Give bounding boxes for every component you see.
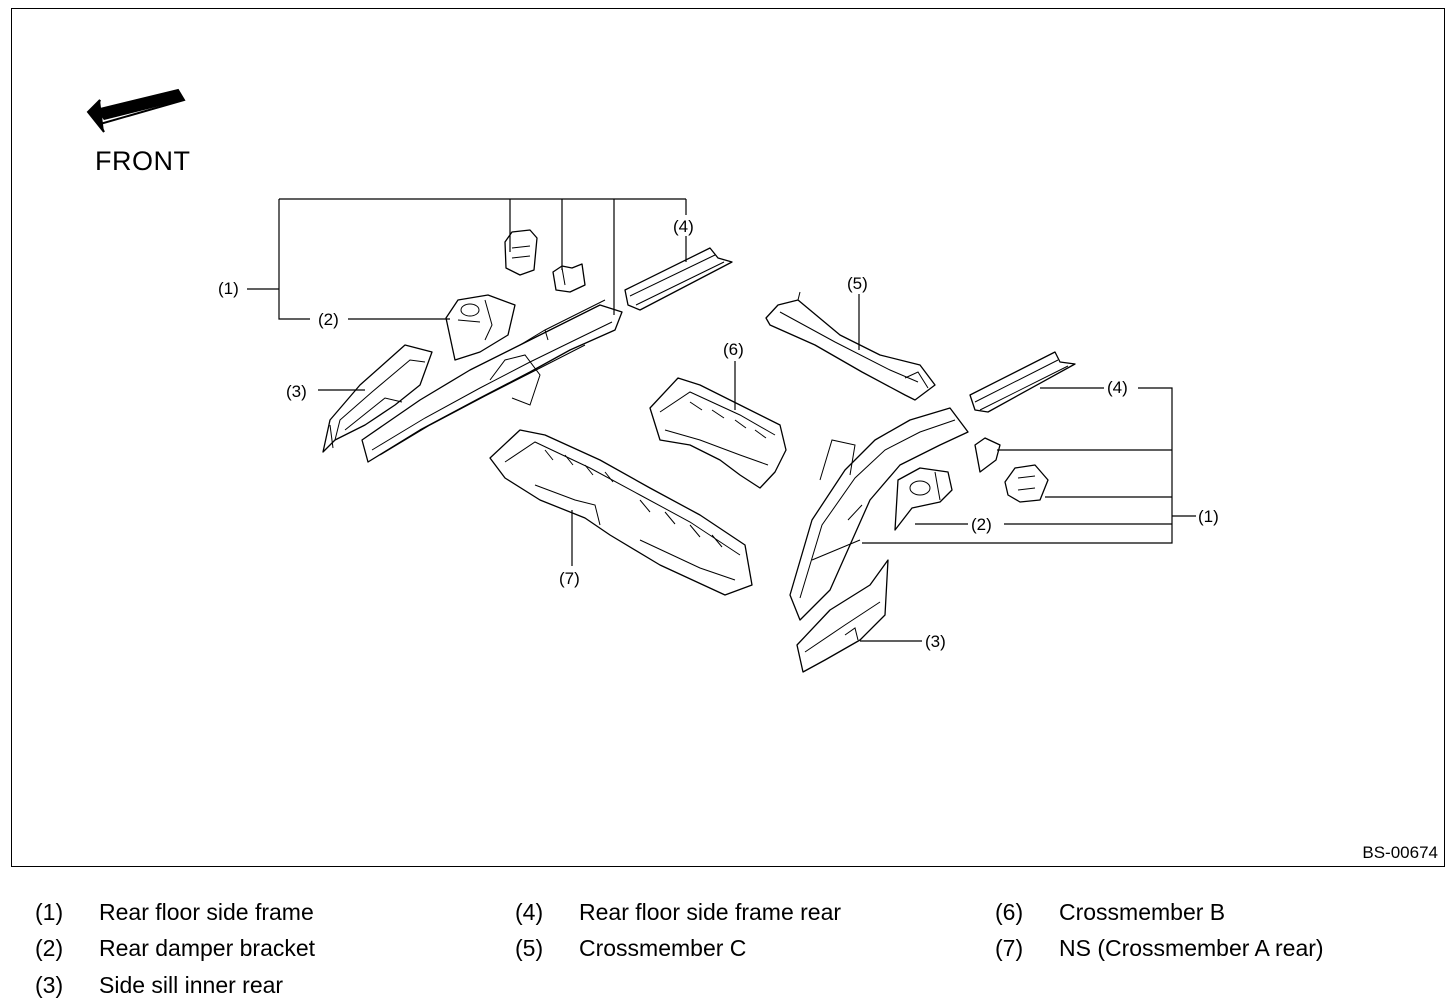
leader-lines (247, 198, 1196, 642)
side-sill-inner-rear-left (322, 344, 433, 453)
callout-4-left: (4) (672, 217, 695, 236)
rear-floor-side-frame-right (789, 407, 969, 621)
callout-2-right: (2) (970, 515, 993, 534)
callout-1-left: (1) (217, 279, 240, 298)
legend-name: Rear floor side frame (99, 899, 314, 925)
callout-6: (6) (722, 340, 745, 359)
frame-bracket-right-b (1004, 464, 1049, 503)
callout-4-right: (4) (1106, 378, 1129, 397)
crossmember-b (649, 377, 787, 489)
legend-name: Side sill inner rear (99, 972, 284, 998)
legend-name: Rear damper bracket (99, 935, 316, 961)
rear-floor-side-frame-rear-left (624, 247, 733, 311)
frame-bracket-left-b (552, 263, 586, 293)
callout-3-right: (3) (924, 632, 947, 651)
parts-legend: (1) Rear floor side frame (2) Rear dampe… (0, 893, 1456, 1008)
parts-drawing (86, 88, 1196, 673)
legend-name: Crossmember B (1059, 899, 1226, 925)
legend-number: (5) (515, 935, 544, 961)
legend-number: (1) (35, 899, 64, 925)
legend-name: Rear floor side frame rear (579, 899, 842, 925)
callout-1-right: (1) (1197, 507, 1220, 526)
callout-2-left: (2) (317, 310, 340, 329)
callout-7: (7) (558, 569, 581, 588)
legend-number: (4) (515, 899, 544, 925)
rear-floor-side-frame-rear-right (969, 351, 1076, 413)
front-arrow-icon (86, 88, 186, 133)
frame-bracket-left-a (504, 229, 538, 276)
callout-5: (5) (846, 274, 869, 293)
rear-damper-bracket-left (445, 294, 516, 361)
legend-name: NS (Crossmember A rear) (1059, 935, 1324, 961)
side-sill-inner-rear-right (796, 559, 889, 673)
frame-bracket-right-a (974, 437, 1001, 473)
crossmember-a-rear (489, 429, 753, 596)
rear-floor-side-frame-left (361, 299, 623, 463)
legend-number: (2) (35, 935, 64, 961)
rear-damper-bracket-right (894, 467, 953, 531)
legend-number: (7) (995, 935, 1024, 961)
crossmember-c (765, 291, 936, 401)
figure-id: BS-00674 (1362, 843, 1438, 862)
front-label: FRONT (95, 146, 191, 176)
callout-3-left: (3) (285, 382, 308, 401)
legend-number: (3) (35, 972, 64, 998)
legend-number: (6) (995, 899, 1024, 925)
diagram-frame (11, 8, 1445, 867)
legend-name: Crossmember C (579, 935, 747, 961)
